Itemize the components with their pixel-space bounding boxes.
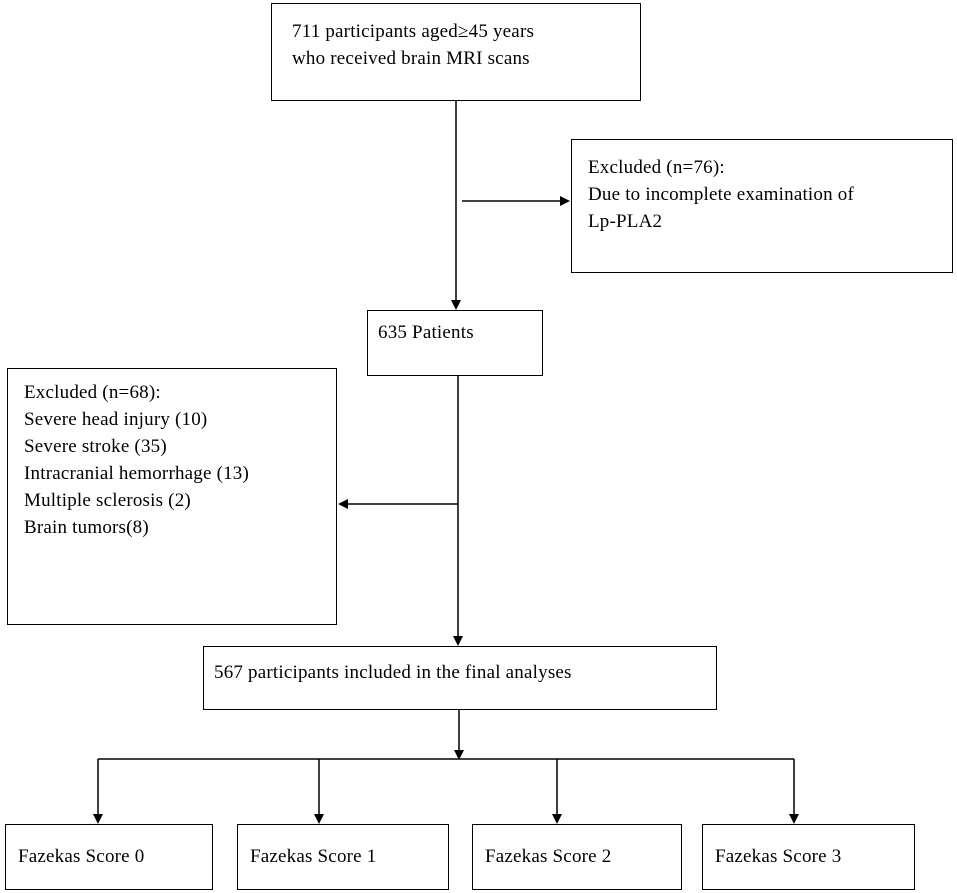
exclusion-1-line-1: Excluded (n=76): [588,157,725,178]
fazekas-score-2-label: Fazekas Score 2 [485,846,612,867]
exclusion-2-line-6: Brain tumors(8) [24,517,149,538]
exclusion-2-line-1: Excluded (n=68): [24,382,161,403]
fazekas-score-3-label: Fazekas Score 3 [715,846,842,867]
fazekas-score-2-box: Fazekas Score 2 [472,824,682,890]
exclusion-2-line-5: Multiple sclerosis (2) [24,490,191,511]
fazekas-score-1-box: Fazekas Score 1 [237,824,449,890]
final-line-1: 567 participants included in the final a… [214,662,572,683]
exclusion-2-line-3: Severe stroke (35) [24,436,167,457]
final-analyses-box: 567 participants included in the final a… [203,646,717,710]
exclusion-box-1: Excluded (n=76): Due to incomplete exami… [571,139,953,273]
start-line-1: 711 participants aged≥45 years [292,21,535,42]
fazekas-score-0-box: Fazekas Score 0 [5,824,213,890]
exclusion-box-2: Excluded (n=68): Severe head injury (10)… [7,368,337,625]
exclusion-2-line-4: Intracranial hemorrhage (13) [24,463,250,484]
patients-line-1: 635 Patients [378,322,474,343]
exclusion-2-line-2: Severe head injury (10) [24,409,208,430]
exclusion-1-line-2: Due to incomplete examination of [588,184,854,205]
patients-box: 635 Patients [367,310,543,376]
fazekas-score-0-label: Fazekas Score 0 [18,846,145,867]
fazekas-score-3-box: Fazekas Score 3 [702,824,915,890]
fazekas-score-1-label: Fazekas Score 1 [250,846,377,867]
start-line-2: who received brain MRI scans [292,48,530,69]
start-box: 711 participants aged≥45 years who recei… [271,3,641,101]
exclusion-1-line-3: Lp-PLA2 [588,211,663,232]
